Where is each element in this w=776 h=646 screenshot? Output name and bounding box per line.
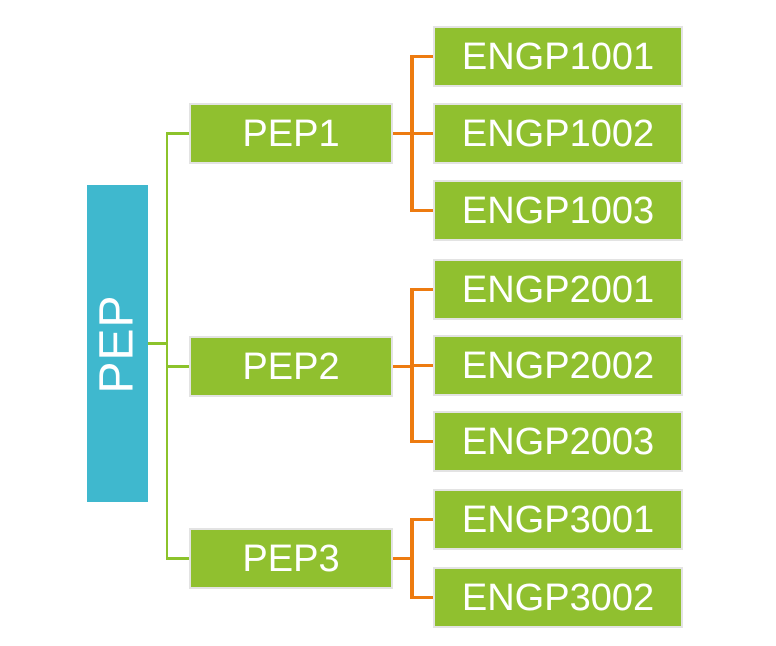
connector-branch-pep1-stub bbox=[166, 132, 189, 135]
child-node-label: ENGP2002 bbox=[461, 344, 655, 387]
connector-pep3-trunk bbox=[410, 517, 414, 600]
connector-engp2002-stub bbox=[412, 363, 433, 368]
branch-node-pep2: PEP2 bbox=[189, 336, 393, 397]
child-node-engp2002: ENGP2002 bbox=[433, 335, 683, 396]
child-node-engp1001: ENGP1001 bbox=[433, 26, 683, 87]
connector-engp2003-stub bbox=[412, 439, 433, 444]
connector-engp3002-stub bbox=[412, 595, 433, 600]
root-node-label: PEP bbox=[90, 293, 144, 394]
child-node-label: ENGP3001 bbox=[461, 498, 655, 541]
child-node-engp1002: ENGP1002 bbox=[433, 103, 683, 164]
branch-node-label: PEP3 bbox=[242, 537, 340, 580]
branch-node-label: PEP2 bbox=[242, 345, 340, 388]
branch-node-pep1: PEP1 bbox=[189, 103, 393, 164]
child-node-label: ENGP2003 bbox=[461, 420, 655, 463]
child-node-engp3001: ENGP3001 bbox=[433, 489, 683, 550]
child-node-label: ENGP1003 bbox=[461, 189, 655, 232]
root-node-pep: PEP bbox=[87, 185, 148, 502]
child-node-engp1003: ENGP1003 bbox=[433, 180, 683, 241]
child-node-label: ENGP2001 bbox=[461, 268, 655, 311]
branch-node-label: PEP1 bbox=[242, 112, 340, 155]
child-node-engp2001: ENGP2001 bbox=[433, 259, 683, 320]
connector-root-stub bbox=[148, 342, 167, 345]
connector-pep1-stub bbox=[393, 131, 413, 136]
connector-root-trunk bbox=[165, 132, 169, 560]
connector-branch-pep2-stub bbox=[166, 365, 189, 368]
connector-engp1003-stub bbox=[412, 208, 433, 213]
branch-node-pep3: PEP3 bbox=[189, 528, 393, 589]
connector-engp1002-stub bbox=[412, 131, 433, 136]
connector-pep3-stub bbox=[393, 556, 413, 561]
child-node-label: ENGP3002 bbox=[461, 576, 655, 619]
child-node-label: ENGP1001 bbox=[461, 35, 655, 78]
connector-branch-pep3-stub bbox=[166, 557, 189, 560]
child-node-engp3002: ENGP3002 bbox=[433, 567, 683, 628]
child-node-engp2003: ENGP2003 bbox=[433, 411, 683, 472]
connector-engp1001-stub bbox=[412, 54, 433, 59]
child-node-label: ENGP1002 bbox=[461, 112, 655, 155]
connector-engp3001-stub bbox=[412, 517, 433, 522]
connector-engp2001-stub bbox=[412, 287, 433, 292]
connector-pep2-stub bbox=[393, 364, 413, 369]
